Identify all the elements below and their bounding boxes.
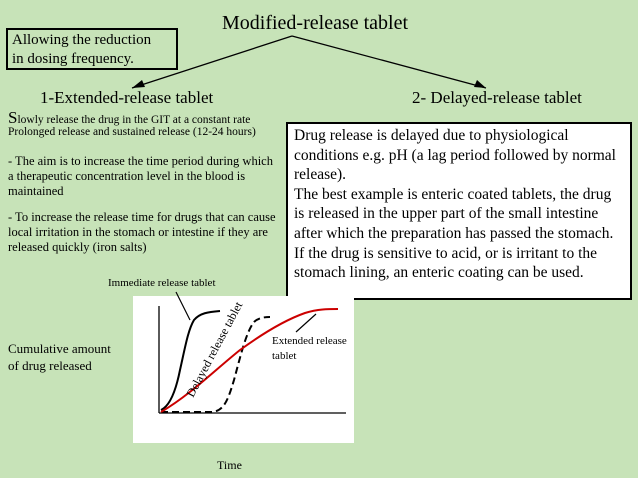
- delayed-release-description-box: Drug release is delayed due to physiolog…: [286, 122, 632, 300]
- page-title: Modified-release tablet: [222, 12, 409, 34]
- delayed-paragraph-1: Drug release is delayed due to physiolog…: [294, 127, 616, 184]
- extended-label-pointer: [295, 313, 317, 333]
- prolonged-release-text: Prolonged release and sustained release …: [8, 126, 256, 138]
- aim-text: - The aim is to increase the time period…: [8, 154, 273, 198]
- immediate-release-curve: [160, 310, 221, 411]
- slow-release-rest: lowly release the drug in the GIT at a c…: [17, 114, 251, 126]
- immediate-release-label: Immediate release tablet: [108, 277, 216, 289]
- arrow-to-extended: [131, 35, 293, 89]
- local-irritation-text: - To increase the release time for drugs…: [8, 210, 276, 254]
- delayed-release-curve: [161, 316, 271, 413]
- arrow-head-delayed: [474, 80, 486, 88]
- arrow-to-delayed: [291, 35, 487, 89]
- graph-panel: [133, 296, 354, 443]
- extended-release-curve: [160, 308, 339, 413]
- slow-release-initial: S: [8, 108, 18, 127]
- slow-release-text: Slowly release the drug in the GIT at a …: [8, 108, 250, 128]
- dosing-note-box: Allowing the reduction in dosing frequen…: [6, 28, 178, 70]
- delayed-paragraph-2: The best example is enteric coated table…: [294, 185, 614, 242]
- delayed-paragraph-3: If the drug is sensitive to acid, or is …: [294, 244, 598, 282]
- extended-release-heading: 1-Extended-release tablet: [40, 88, 214, 107]
- extended-release-label: Extended release tablet: [272, 335, 347, 362]
- delayed-release-heading: 2- Delayed-release tablet: [412, 88, 582, 107]
- x-axis-label: Time: [217, 458, 242, 472]
- dosing-note-line-2: in dosing frequency.: [12, 51, 134, 67]
- immediate-label-pointer: [175, 291, 191, 321]
- arrow-head-extended: [132, 80, 145, 88]
- dosing-note-line-1: Allowing the reduction: [12, 32, 152, 48]
- y-axis-label: Cumulative amount of drug released: [8, 341, 111, 373]
